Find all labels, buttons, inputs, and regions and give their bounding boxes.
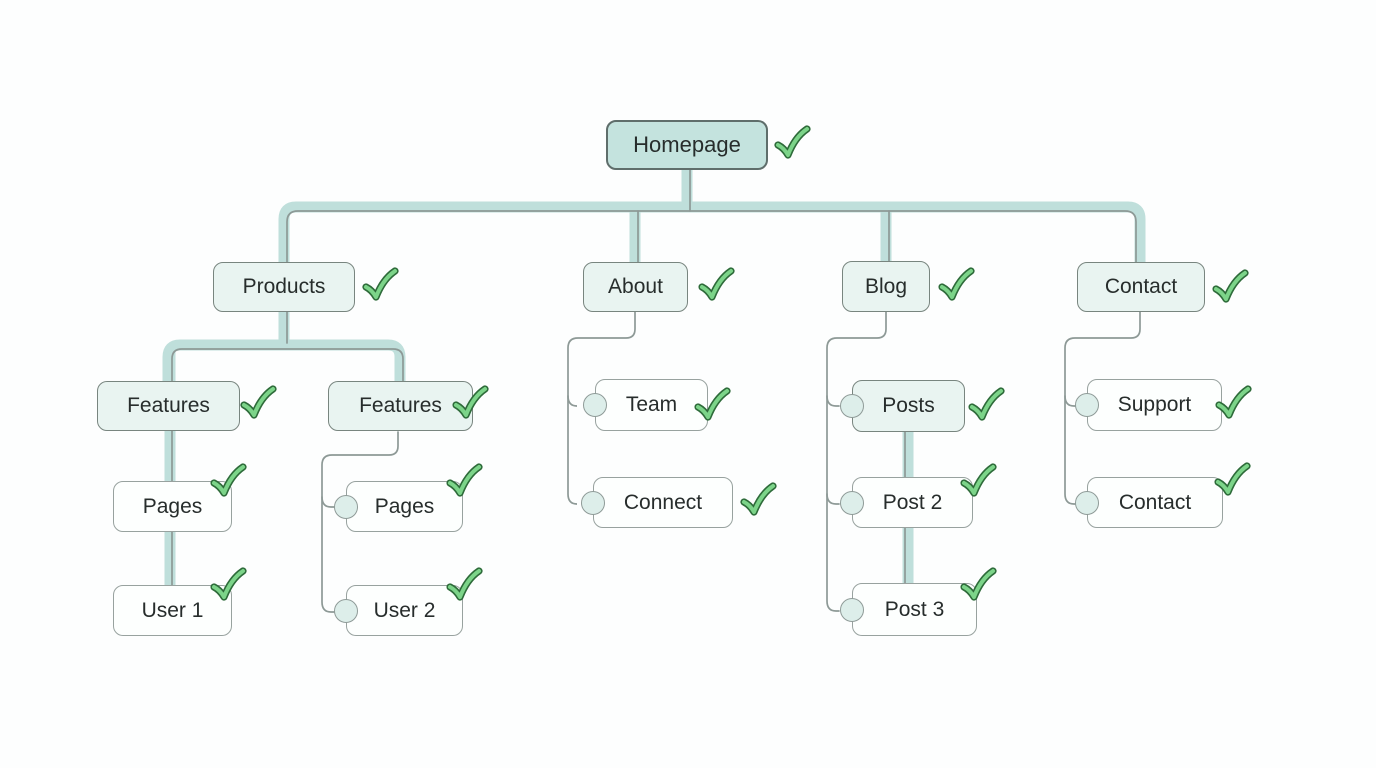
edge-blog-stub-post2 (826, 493, 840, 505)
check-icon (240, 385, 277, 419)
node-about-label: About (608, 275, 663, 298)
node-posts-label: Posts (882, 394, 935, 417)
connector-port (1075, 393, 1099, 417)
edge-about-stub-team (567, 395, 578, 407)
check-icon (960, 463, 997, 497)
connector-port (840, 394, 864, 418)
edge-level1-bus-line (286, 210, 1137, 264)
node-support[interactable]: Support (1075, 379, 1222, 431)
node-user-1-label: User 1 (141, 598, 204, 622)
check-icon (210, 463, 247, 497)
node-products[interactable]: Products (213, 262, 355, 312)
node-homepage[interactable]: Homepage (606, 120, 768, 170)
node-homepage-label: Homepage (633, 132, 741, 157)
node-pages-right-label: Pages (374, 494, 435, 518)
node-features-left-label: Features (127, 394, 210, 417)
check-icon (446, 463, 483, 497)
node-features-right-label: Features (359, 394, 442, 417)
node-post-2[interactable]: Post 2 (840, 477, 973, 528)
edge-featuresB-elbow (321, 431, 399, 613)
node-post-3[interactable]: Post 3 (840, 583, 977, 636)
node-about[interactable]: About (583, 262, 688, 312)
node-pages-right[interactable]: Pages (334, 481, 463, 532)
node-user-1[interactable]: User 1 (113, 585, 232, 636)
connector-port (840, 597, 864, 622)
edge-contact-stub-support (1064, 395, 1076, 407)
check-icon (774, 125, 811, 159)
node-contact[interactable]: Contact (1077, 262, 1205, 312)
check-icon (740, 482, 777, 516)
check-icon (446, 567, 483, 601)
check-icon (210, 567, 247, 601)
check-icon (1214, 462, 1251, 496)
edge-contact-elbow (1064, 310, 1141, 505)
check-icon (1215, 385, 1252, 419)
node-contact-child-label: Contact (1118, 490, 1192, 514)
check-icon (938, 267, 975, 301)
node-pages-left-label: Pages (142, 494, 203, 518)
connector-port (334, 494, 358, 519)
node-posts[interactable]: Posts (840, 380, 965, 432)
node-contact-label: Contact (1104, 275, 1178, 298)
connector-port (840, 490, 864, 515)
node-products-label: Products (242, 275, 326, 298)
check-icon (452, 385, 489, 419)
node-connect[interactable]: Connect (581, 477, 733, 528)
check-icon (968, 387, 1005, 421)
node-pages-left[interactable]: Pages (113, 481, 232, 532)
check-icon (362, 267, 399, 301)
edge-about-elbow (567, 310, 636, 505)
node-connect-label: Connect (623, 490, 703, 514)
connector-port (1075, 490, 1099, 515)
check-icon (698, 267, 735, 301)
check-icon (694, 387, 731, 421)
check-icon (1212, 269, 1249, 303)
connector-port (581, 490, 605, 515)
node-blog-label: Blog (864, 274, 908, 298)
node-team[interactable]: Team (583, 379, 708, 431)
node-contact-child[interactable]: Contact (1075, 477, 1223, 528)
node-blog[interactable]: Blog (842, 261, 930, 312)
edge-blog-elbow (826, 310, 887, 612)
node-user-2[interactable]: User 2 (334, 585, 463, 636)
check-icon (960, 567, 997, 601)
node-features-right[interactable]: Features (328, 381, 473, 431)
connector-port (583, 393, 607, 417)
node-post-3-label: Post 3 (884, 597, 945, 621)
edge-products-subbus (162, 339, 406, 383)
connector-port (334, 598, 358, 623)
node-team-label: Team (625, 393, 678, 416)
edge-level1-bus (278, 201, 1146, 263)
node-support-label: Support (1117, 393, 1192, 416)
edge-blog-stub-posts (826, 395, 840, 407)
node-post-2-label: Post 2 (882, 490, 943, 514)
node-features-left[interactable]: Features (97, 381, 240, 431)
edge-features-rail-line (171, 348, 404, 587)
edge-featuresB-stub-pages (321, 496, 336, 508)
node-user-2-label: User 2 (373, 598, 436, 622)
